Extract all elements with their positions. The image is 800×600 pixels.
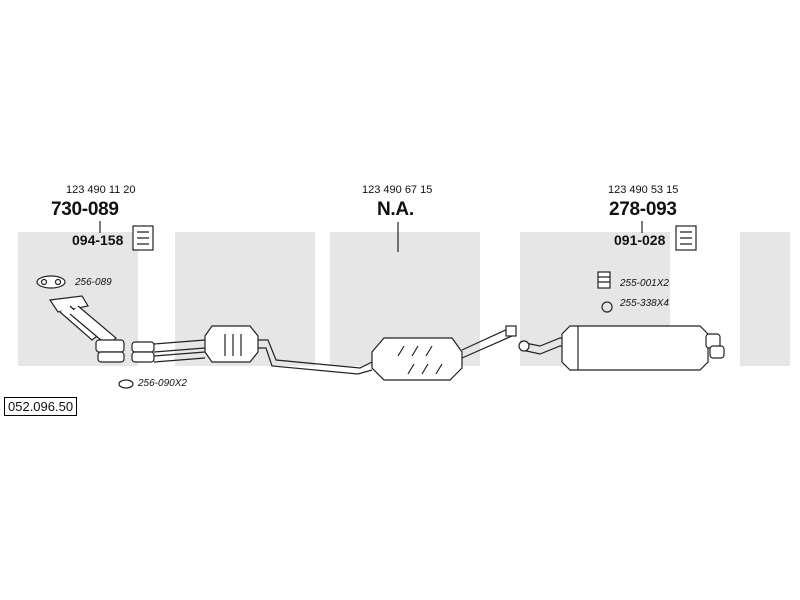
catalytic-converter (204, 325, 259, 363)
part-number-1: 730-089 (51, 199, 119, 220)
accessory-label-rubber: 255-001X2 (620, 278, 669, 289)
accessory-label-ring: 256-090X2 (138, 378, 187, 389)
sub-part-number-3: 091-028 (614, 232, 666, 248)
rubber-hanger-icon (597, 271, 611, 289)
mid-pipe (258, 339, 373, 375)
watermark-letter-l (740, 232, 790, 366)
ring-icon-256-090 (118, 379, 134, 389)
part-number-2: N.A. (377, 199, 414, 220)
gasket-icon (36, 275, 66, 289)
accessory-label-gasket: 256-089 (75, 277, 112, 288)
diagram-code: 052.096.50 (4, 397, 78, 416)
rubber-mount-icon-right (675, 225, 697, 251)
clamp-icon (601, 301, 613, 313)
rear-pipe-upper (461, 327, 513, 359)
rear-pipe-flange (518, 340, 530, 352)
middle-muffler (371, 337, 463, 381)
part-number-3: 278-093 (609, 199, 677, 220)
rear-muffler (561, 325, 725, 371)
accessory-label-clamp: 255-338X4 (620, 298, 669, 309)
oem-number-1: 123 490 11 20 (66, 184, 136, 196)
intermediate-pipe (131, 339, 206, 363)
front-pipe (48, 295, 125, 363)
rubber-mount-icon-left (132, 225, 154, 251)
oem-number-3: 123 490 53 15 (608, 184, 679, 196)
oem-number-2: 123 490 67 15 (362, 184, 433, 196)
pipe-end (505, 325, 517, 337)
sub-part-number-1: 094-158 (72, 232, 124, 248)
